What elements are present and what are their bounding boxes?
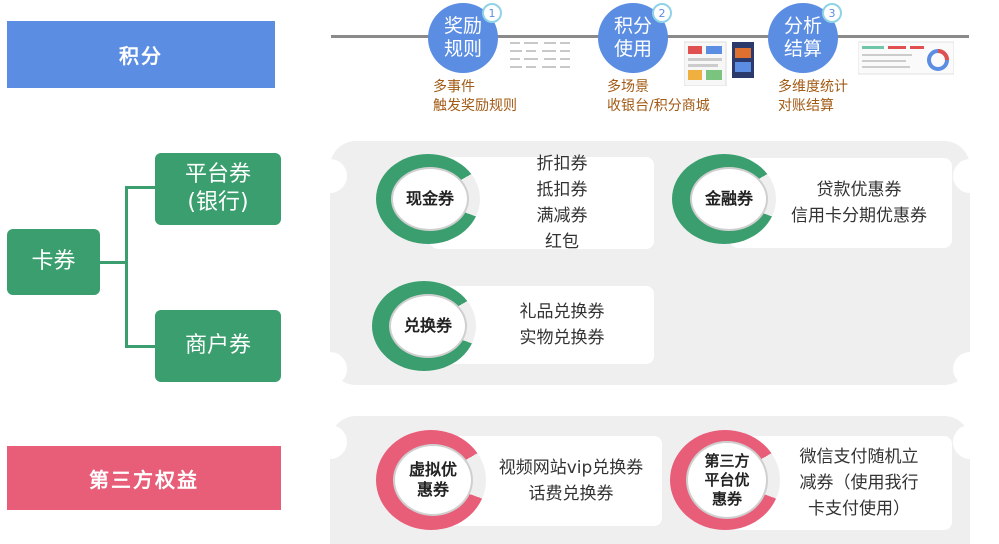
merchant-coupon-label: 商户券 (184, 333, 251, 358)
exchange-item-2: 实物兑换券 (519, 328, 605, 348)
panel2-notch-left (313, 425, 347, 459)
step-2-label-1: 积分 (613, 15, 652, 37)
tree-branch-top (125, 186, 155, 189)
platform-coupon-line2: (银行) (187, 190, 249, 215)
tree-trunk (125, 187, 128, 347)
section-third-party: 第三方权益 (7, 446, 281, 510)
cash-coupon-card: 折扣券 抵扣券 满减券 红包 (430, 154, 654, 252)
virtual-coupon-label-2: 惠券 (416, 480, 449, 499)
platform-coupon-node: 平台券 (银行) (155, 153, 281, 225)
panel-notch-left-bottom (313, 352, 347, 386)
step-3-desc-1: 多维度统计 (778, 79, 848, 95)
third-platform-label-3: 惠券 (711, 489, 742, 508)
virtual-coupon-label-1: 虚拟优 (408, 460, 457, 479)
finance-coupon-label: 金融券 (690, 167, 768, 231)
tree-branch-bottom (125, 345, 155, 348)
third-platform-item-3: 卡支付使用） (808, 499, 910, 519)
merchant-coupon-node: 商户券 (155, 310, 281, 382)
step-3-label-1: 分析 (783, 15, 822, 37)
step-2-number: 2 (652, 3, 672, 23)
step-2-label-2: 使用 (613, 38, 652, 60)
step-3-label-2: 结算 (783, 38, 822, 60)
section-points-label: 积分 (119, 44, 163, 68)
step-1-screenshot (508, 40, 574, 76)
panel2-notch-right (953, 425, 987, 459)
third-platform-item-2: 减券（使用我行 (799, 473, 919, 493)
cash-item-3: 满减券 (536, 206, 588, 226)
third-platform-coupon-label: 第三方 平台优 惠券 (686, 441, 768, 519)
cash-item-1: 折扣券 (536, 154, 588, 174)
step-1-label-2: 规则 (443, 38, 482, 60)
virtual-coupon-card: 视频网站vip兑换券 话费兑换券 (440, 436, 662, 526)
third-platform-item-1: 微信支付随机立 (799, 447, 919, 467)
step-2-desc-2: 收银台/积分商城 (607, 98, 710, 114)
step-3-desc: 多维度统计 对账结算 (778, 78, 848, 116)
virtual-item-1: 视频网站vip兑换券 (498, 458, 644, 478)
step-1-desc-1: 多事件 (433, 79, 475, 95)
coupons-label: 卡券 (31, 249, 76, 274)
step-1-desc: 多事件 触发奖励规则 (433, 78, 517, 116)
step-1-desc-2: 触发奖励规则 (433, 98, 517, 114)
cash-coupon-label: 现金券 (391, 167, 469, 231)
section-third-party-label: 第三方权益 (89, 467, 199, 492)
step-3-desc-2: 对账结算 (778, 98, 834, 114)
cash-item-4: 红包 (545, 232, 579, 252)
third-platform-label-2: 平台优 (704, 470, 750, 489)
third-platform-label-1: 第三方 (704, 451, 750, 470)
panel-notch-right (953, 159, 987, 193)
step-2-desc: 多场景 收银台/积分商城 (607, 78, 710, 116)
step-3-number: 3 (822, 3, 842, 23)
exchange-item-1: 礼品兑换券 (519, 302, 605, 322)
section-points: 积分 (7, 21, 275, 88)
virtual-item-2: 话费兑换券 (528, 484, 614, 504)
exchange-coupon-label: 兑换券 (389, 294, 467, 358)
tree-connector (100, 261, 126, 264)
finance-item-2: 信用卡分期优惠券 (791, 206, 927, 226)
step-1-number: 1 (482, 3, 502, 23)
platform-coupon-line1: 平台券 (184, 162, 251, 187)
virtual-coupon-label: 虚拟优 惠券 (393, 444, 473, 516)
step-2-desc-1: 多场景 (607, 79, 649, 95)
finance-item-1: 贷款优惠券 (816, 180, 902, 200)
panel-notch-right-bottom (953, 352, 987, 386)
step-2-screenshot (683, 40, 756, 87)
step-1-label-1: 奖励 (443, 15, 482, 37)
cash-item-2: 抵扣券 (536, 180, 588, 200)
panel-notch-left (313, 159, 347, 193)
coupons-node: 卡券 (7, 229, 100, 295)
step-3-screenshot (857, 40, 955, 76)
